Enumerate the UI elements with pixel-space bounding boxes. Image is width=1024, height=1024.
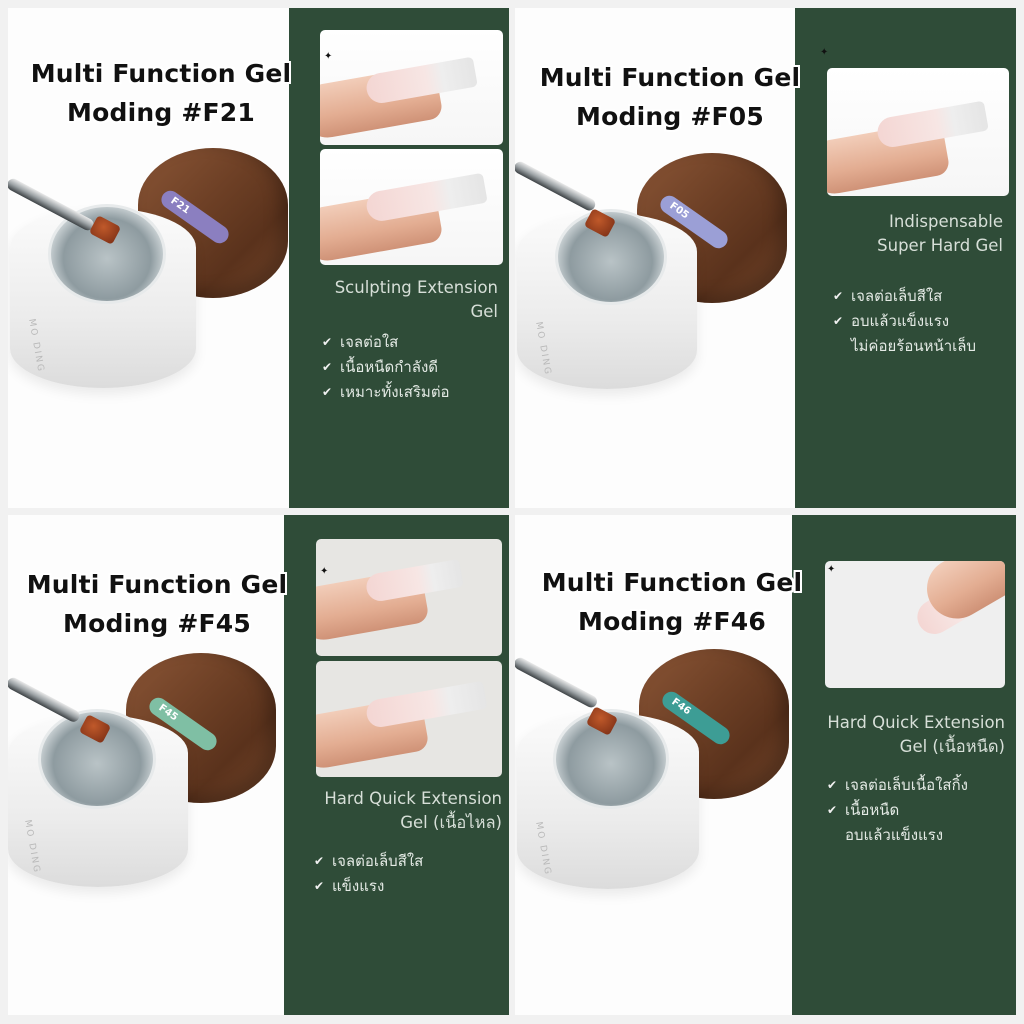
brush-icon	[8, 675, 82, 724]
subtitle-line-2: Gel (เนื้อหนืด)	[899, 737, 1005, 756]
nail-photo-1	[316, 539, 502, 656]
nail-photo-1	[320, 30, 503, 145]
gel-jar-illustration: F05 MO DING	[515, 153, 795, 413]
product-panel-f46: Multi Function Gel Moding #F46 F46 MO DI…	[515, 515, 1016, 1015]
feature-item: ✔ แข็งแรง	[314, 874, 423, 899]
sparkle-icon: ✦	[320, 566, 329, 577]
feature-text: เจลต่อเล็บเนื้อใสกิ้ง	[845, 776, 968, 794]
check-icon: ✔	[322, 360, 333, 374]
subtitle-line-1: Hard Quick Extension	[827, 713, 1005, 732]
check-icon: ✔	[322, 335, 333, 349]
feature-text: เหมาะทั้งเสริมต่อ	[340, 383, 450, 401]
feature-item: ✔ เจลต่อเล็บเนื้อใสกิ้ง	[827, 773, 968, 798]
sparkle-icon: ✦	[324, 51, 333, 62]
subtitle-line-1: Hard Quick Extension	[324, 789, 502, 808]
sparkle-icon: ✦	[827, 564, 836, 575]
feature-text: อบแล้วแข็งแรง	[851, 312, 950, 330]
check-icon: ✔	[827, 778, 838, 792]
feature-item: ✔ เจลต่อเล็บสีใส	[833, 284, 976, 309]
feature-item: ✔ เนื้อหนืดกำลังดี	[322, 355, 450, 380]
title-line-1: Multi Function Gel	[541, 568, 803, 597]
feature-list: ✔ เจลต่อเล็บเนื้อใสกิ้ง ✔ เนื้อหนืด อบแล้ว…	[827, 773, 968, 848]
product-panel-f21: Multi Function Gel Moding #F21 F21 MO DI…	[8, 8, 509, 508]
subtitle-line-2: Super Hard Gel	[877, 236, 1003, 255]
title-line-1: Multi Function Gel	[539, 63, 801, 92]
check-icon	[827, 823, 845, 848]
title-line-1: Multi Function Gel	[26, 570, 288, 599]
subtitle-line-1: Sculpting Extension	[334, 278, 498, 297]
nail-photo-2	[316, 661, 502, 777]
feature-text: เนื้อหนืดกำลังดี	[340, 358, 439, 376]
product-panel-f45: Multi Function Gel Moding #F45 F45 MO DI…	[8, 515, 509, 1015]
feature-item: ✔ เนื้อหนืด	[827, 798, 968, 823]
feature-item: ✔ เจลต่อใส	[322, 330, 450, 355]
page-title: Multi Function Gel Moding #F21	[16, 54, 306, 132]
product-subtitle: Sculpting Extension Gel	[308, 276, 498, 324]
check-icon: ✔	[827, 803, 838, 817]
check-icon: ✔	[833, 289, 844, 303]
nail-photo-1	[825, 561, 1005, 688]
feature-item: ✔ เหมาะทั้งเสริมต่อ	[322, 380, 450, 405]
feature-item: ✔ อบแล้วแข็งแรง	[833, 309, 976, 334]
nail-shape	[364, 680, 488, 730]
check-icon: ✔	[314, 854, 325, 868]
subtitle-line-1: Indispensable	[889, 212, 1003, 231]
feature-text: เจลต่อเล็บสีใส	[851, 287, 943, 305]
page-title: Multi Function Gel Moding #F46	[527, 563, 817, 641]
brush-icon	[515, 159, 598, 213]
feature-list: ✔ เจลต่อเล็บสีใส ✔ อบแล้วแข็งแรง ไม่ค่อยร้…	[833, 284, 976, 359]
product-panel-f05: Multi Function Gel Moding #F05 F05 MO DI…	[515, 8, 1016, 508]
gel-jar-illustration: F45 MO DING	[8, 653, 284, 913]
subtitle-line-2: Gel	[470, 302, 498, 321]
title-line-2: Moding #F21	[67, 98, 255, 127]
sparkle-icon: ✦	[820, 47, 829, 58]
page-title: Multi Function Gel Moding #F45	[12, 565, 302, 643]
feature-text: ไม่ค่อยร้อนหน้าเล็บ	[851, 337, 976, 355]
feature-list: ✔ เจลต่อเล็บสีใส ✔ แข็งแรง	[314, 849, 423, 899]
feature-text: แข็งแรง	[332, 877, 385, 895]
subtitle-line-2: Gel (เนื้อไหล)	[400, 813, 502, 832]
gel-jar-illustration: F46 MO DING	[515, 649, 792, 909]
nail-photo-1	[827, 68, 1009, 196]
gel-jar-illustration: F21 MO DING	[8, 148, 289, 408]
feature-text: อบแล้วแข็งแรง	[845, 826, 944, 844]
feature-item: ไม่ค่อยร้อนหน้าเล็บ	[833, 334, 976, 359]
check-icon: ✔	[322, 385, 333, 399]
feature-text: เจลต่อเล็บสีใส	[332, 852, 424, 870]
feature-item: ✔ เจลต่อเล็บสีใส	[314, 849, 423, 874]
product-subtitle: Hard Quick Extension Gel (เนื้อไหล)	[298, 787, 502, 835]
feature-text: เนื้อหนืด	[845, 801, 900, 819]
feature-text: เจลต่อใส	[340, 333, 399, 351]
title-line-2: Moding #F46	[578, 607, 766, 636]
feature-item: อบแล้วแข็งแรง	[827, 823, 968, 848]
title-line-2: Moding #F05	[576, 102, 764, 131]
jar-gel	[553, 709, 669, 809]
feature-list: ✔ เจลต่อใส ✔ เนื้อหนืดกำลังดี ✔ เหมาะทั้งเส…	[322, 330, 450, 405]
check-icon: ✔	[314, 879, 325, 893]
product-subtitle: Indispensable Super Hard Gel	[811, 210, 1003, 258]
title-line-1: Multi Function Gel	[30, 59, 292, 88]
product-subtitle: Hard Quick Extension Gel (เนื้อหนืด)	[807, 711, 1005, 759]
brush-icon	[515, 655, 600, 710]
check-icon: ✔	[833, 314, 844, 328]
nail-photo-2	[320, 149, 503, 265]
check-icon	[833, 334, 851, 359]
page-title: Multi Function Gel Moding #F05	[525, 58, 815, 136]
title-line-2: Moding #F45	[63, 609, 251, 638]
